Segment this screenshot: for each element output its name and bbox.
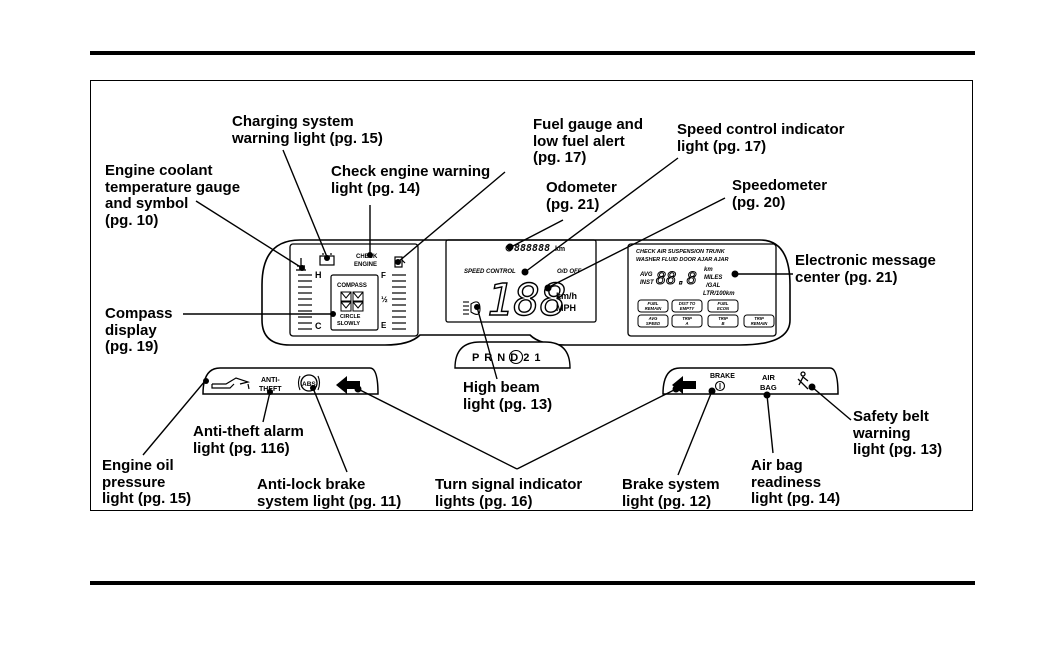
temp-high-label: H (315, 270, 322, 280)
emc-button-label: REMAIN (751, 321, 768, 326)
speed-unit-kmh: km/h (556, 291, 577, 301)
message-center-panel (627, 243, 777, 337)
label-speed-control: Speed control indicator light (pg. 17) (677, 121, 845, 155)
label-anti-lock-brake: Anti-lock brake system light (pg. 11) (257, 476, 402, 510)
emc-button-label: SPEED (646, 321, 660, 326)
compass-segments (340, 291, 364, 312)
emc-button (707, 299, 739, 313)
emc-button-label: TRIP (718, 316, 728, 321)
speed-unit-mph: MPH (556, 303, 576, 313)
emc-button (671, 299, 703, 313)
label-anti-theft: Anti-theft alarm light (pg. 116) (193, 423, 304, 457)
label-high-beam: High beam light (pg. 13) (463, 379, 553, 413)
emc-unit-ltr: LTR/100km (703, 291, 735, 297)
oil-can-icon (211, 377, 251, 390)
emc-unit-gal: /GAL (705, 283, 721, 289)
prnd-drive-circle (508, 349, 524, 365)
abs-icon (300, 374, 318, 392)
emc-unit-km: km (704, 267, 713, 273)
speed-control-text: SPEED CONTROL (464, 269, 516, 275)
emc-button-label: TRIP (754, 316, 764, 321)
emc-button (743, 314, 775, 328)
label-safety-belt: Safety belt warning light (pg. 13) (853, 408, 943, 458)
brake-icon (714, 380, 726, 392)
compass-title: COMPASS (337, 283, 367, 289)
prnd-text: P R N D 2 1 (472, 352, 542, 364)
emc-button-label: EMPTY (680, 306, 696, 311)
brake-text: BRAKE (710, 373, 735, 380)
label-speedometer: Speedometer (pg. 20) (732, 177, 828, 211)
label-engine-oil: Engine oil pressure light (pg. 15) (102, 457, 192, 507)
odometer-unit: km (555, 246, 565, 253)
emc-warnings-line1: CHECK AIR SUSPENSION TRUNK (636, 249, 726, 255)
fuel-full-label: F (381, 271, 386, 280)
fuel-empty-label: E (381, 321, 387, 330)
label-check-engine: Check engine warning light (pg. 14) (331, 163, 491, 197)
speedometer-panel (445, 239, 597, 323)
speed-digits: 188 (487, 275, 566, 326)
emc-button (707, 314, 739, 328)
emc-button-label: TRIP (682, 316, 692, 321)
leader-dots (203, 243, 816, 399)
label-fuel-gauge: Fuel gauge and low fuel alert (pg. 17) (533, 116, 644, 166)
temp-gauge (298, 274, 312, 330)
label-charging-system: Charging system warning light (pg. 15) (232, 113, 383, 147)
label-message-center: Electronic message center (pg. 21) (795, 252, 936, 286)
emc-inst: INST (640, 280, 655, 286)
emc-button-label: FUEL (648, 301, 659, 306)
temp-cold-label: C (315, 321, 322, 331)
label-odometer: Odometer (pg. 21) (546, 179, 617, 213)
left-turn-arrow-icon (336, 376, 360, 394)
leader-lines (142, 149, 852, 476)
emc-button-label: ECON (717, 306, 730, 311)
compass-box (330, 274, 379, 331)
diagram-frame (90, 80, 973, 511)
bottom-rule (90, 581, 975, 585)
emc-button-label: A (684, 321, 688, 326)
emc-button-label: AVG (648, 316, 659, 321)
seatbelt-icon (797, 371, 809, 390)
top-rule (90, 51, 975, 55)
label-brake-system: Brake system light (pg. 12) (622, 476, 720, 510)
right-warning-strip (662, 367, 839, 395)
emc-unit-miles: MILES (704, 275, 722, 281)
emc-button-label: FUEL (718, 301, 729, 306)
fuel-half-label: ½ (381, 295, 388, 304)
fuel-gauge (392, 274, 406, 330)
od-off-text: O/D OFF (557, 269, 582, 275)
label-turn-signal: Turn signal indicator lights (pg. 16) (435, 476, 583, 510)
emc-button (637, 314, 669, 328)
emc-button (671, 314, 703, 328)
emc-button-label: DIST TO (679, 301, 696, 306)
label-engine-coolant: Engine coolant temperature gauge and sym… (105, 162, 241, 229)
emc-warnings-line2: WASHER FLUID DOOR AJAR AJAR (636, 257, 729, 263)
left-panel (289, 243, 419, 337)
emc-button-label: REMAIN (645, 306, 662, 311)
emc-button (637, 299, 669, 313)
emc-avg: AVG (639, 272, 653, 278)
emc-button-label: B (721, 321, 724, 326)
label-compass: Compass display (pg. 19) (105, 305, 173, 355)
prnd-housing (454, 341, 571, 369)
label-air-bag: Air bag readiness light (pg. 14) (751, 457, 841, 507)
high-beam-icon (463, 301, 481, 315)
odometer-digits: 888888 (514, 243, 550, 254)
abs-text: ABS (302, 381, 316, 388)
emc-digits: 88.8 (656, 269, 697, 289)
